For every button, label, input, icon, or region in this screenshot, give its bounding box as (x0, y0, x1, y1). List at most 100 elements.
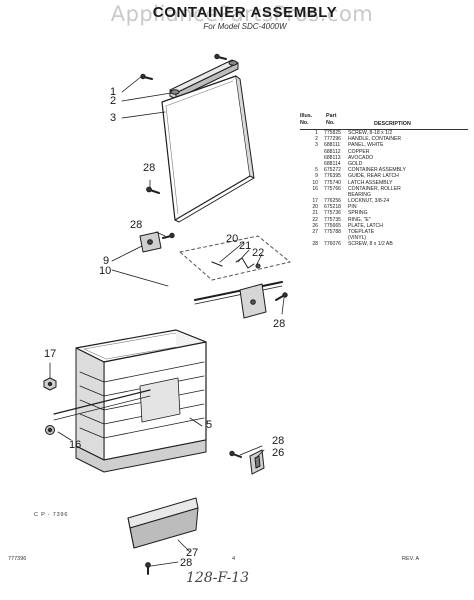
cell-part-no: 776256 (324, 198, 341, 205)
cell-illus-no: 1 (315, 130, 318, 136)
callout-3: 3 (110, 112, 117, 124)
cell-part-no: 688114 (324, 160, 341, 167)
latch-plate-part (249, 449, 265, 475)
cell-description: RING, "E" (348, 216, 371, 223)
cell-part-no: 688111 (324, 142, 341, 149)
cell-part-no: 775740 (324, 179, 341, 186)
cell-description: LOCKNUT, 3/8-24 (348, 198, 390, 205)
cell-part-no: 776395 (324, 173, 341, 180)
page-title: CONTAINER ASSEMBLY (152, 4, 338, 21)
cell-description: CONTAINER, ROLLER (348, 185, 401, 192)
table-row: 28 776076 SCREW, 8 x 1/2 AB (300, 241, 468, 247)
cell-description: PANEL, WHITE (348, 142, 384, 149)
parts-table-header: Illus. No. Part No. DESCRIPTION (300, 113, 468, 130)
callout-28-toeplate: 28 (180, 557, 193, 569)
table-row: 10 775740 LATCH ASSEMBLY (300, 180, 468, 186)
table-row: 26 775665 PLATE, LATCH (300, 223, 468, 229)
table-row: 27 775788 TOEPLATE (300, 229, 468, 235)
callout-26: 26 (272, 447, 285, 459)
cell-description: HANDLE, CONTAINER (348, 136, 402, 143)
rear-latch-guide-part (139, 231, 175, 253)
callout-5: 5 (206, 419, 213, 431)
table-row: (VINYL) (300, 235, 468, 241)
cell-description: TOEPLATE (348, 229, 375, 235)
cell-illus-no: 3 (315, 142, 318, 149)
screw-part-28c (229, 450, 242, 458)
page-mark: 4 (232, 556, 236, 562)
callout-28-plate: 28 (272, 435, 285, 447)
cp-code: C P - 7396 (34, 512, 69, 518)
cell-part-no: 675218 (324, 204, 341, 211)
cell-illus-no: 22 (312, 216, 318, 223)
table-row: 9 776395 GUIDE, REAR LATCH (300, 173, 468, 179)
cell-description: GUIDE, REAR LATCH (348, 173, 399, 180)
watermark-text: AppliancePartsPros.com (110, 2, 374, 26)
cell-description: LATCH ASSEMBLY (348, 179, 393, 186)
screw-part-28d (145, 562, 151, 575)
callout-22: 22 (252, 247, 265, 259)
roller-bearing-part (45, 389, 151, 435)
leader-lines (49, 75, 285, 567)
cell-part-no: 776076 (324, 241, 341, 248)
table-row: BEARING (300, 192, 468, 198)
cell-illus-no: 21 (312, 210, 318, 217)
header-part-no: Part No. (326, 113, 337, 126)
cell-part-no: 675272 (324, 167, 341, 174)
table-row: 3 688111 PANEL, WHITE (300, 142, 468, 148)
callout-27: 27 (186, 547, 199, 559)
cell-illus-no: 10 (312, 179, 318, 186)
cell-description: SCREW, 8 x 1/2 AB (348, 241, 393, 248)
cell-illus-no: 16 (312, 185, 318, 192)
screw-part-28a (146, 186, 160, 194)
header-description: DESCRIPTION (374, 121, 411, 127)
cell-part-no: 775665 (324, 222, 341, 229)
callout-28-panel: 28 (143, 162, 156, 174)
cell-part-no: 775735 (324, 216, 341, 223)
cell-illus-no: 17 (312, 198, 318, 205)
cell-description: PIN (348, 204, 357, 211)
callout-2: 2 (110, 95, 117, 107)
callout-16: 16 (69, 439, 82, 451)
cell-part-no: 775788 (324, 229, 341, 235)
cell-description: COPPER (348, 148, 370, 155)
toeplate-part (127, 497, 199, 549)
cell-illus-no: 28 (312, 241, 318, 248)
cell-part-no: 775736 (324, 210, 341, 217)
table-row: 17 776256 LOCKNUT, 3/8-24 (300, 198, 468, 204)
table-row: 22 775735 RING, "E" (300, 217, 468, 223)
left-code: 777396 (8, 556, 27, 562)
latch-assembly-part (179, 235, 291, 319)
cell-illus-no: 2 (315, 136, 318, 143)
cell-illus-no: 5 (315, 167, 318, 174)
cell-description: SCREW, 8-18 x 1/2 (348, 130, 393, 136)
callout-9: 9 (103, 255, 110, 267)
revision-mark: REV. A (402, 556, 420, 562)
cell-illus-no: 9 (315, 173, 318, 180)
handwritten-note: 128-F-13 (186, 570, 250, 586)
cell-illus-no: 26 (312, 222, 318, 229)
callout-20: 20 (226, 233, 239, 245)
cell-description: (VINYL) (348, 235, 367, 242)
header-illus-no: Illus. No. (300, 113, 313, 126)
handle-part (169, 59, 239, 100)
container-body-part (75, 329, 207, 473)
callout-21: 21 (239, 240, 252, 252)
table-row: 688112 COPPER (300, 149, 468, 155)
screw-part-1 (140, 53, 227, 80)
cell-illus-no: 20 (312, 204, 318, 211)
cell-description: AVOCADO (348, 154, 374, 161)
cell-description: PLATE, LATCH (348, 222, 383, 229)
callout-17: 17 (44, 348, 57, 360)
cell-illus-no: 27 (312, 229, 318, 235)
cell-part-no: 688112 (324, 148, 341, 155)
